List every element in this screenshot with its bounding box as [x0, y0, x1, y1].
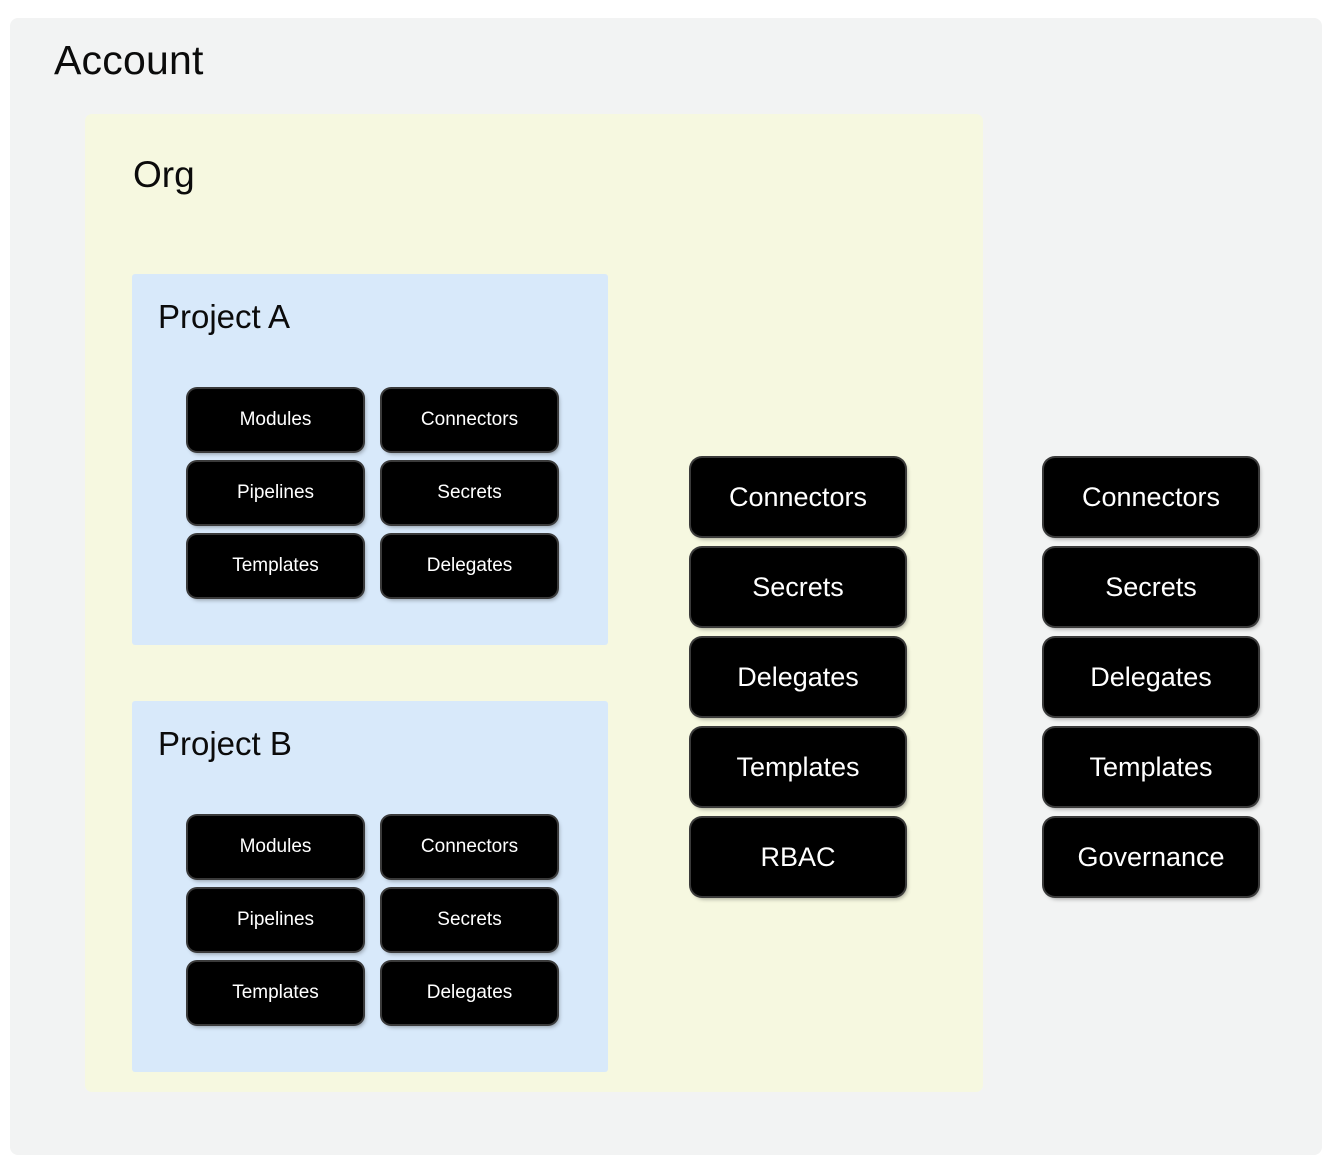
project-b-chip-connectors[interactable]: Connectors — [382, 816, 557, 878]
account-chip-governance[interactable]: Governance — [1044, 818, 1258, 896]
account-chip-templates[interactable]: Templates — [1044, 728, 1258, 806]
project-b-chip-delegates[interactable]: Delegates — [382, 962, 557, 1024]
project-b-container: Project B Modules Connectors Pipelines S… — [132, 701, 608, 1072]
account-chip-secrets[interactable]: Secrets — [1044, 548, 1258, 626]
project-b-chip-pipelines[interactable]: Pipelines — [188, 889, 363, 951]
org-chip-templates[interactable]: Templates — [691, 728, 905, 806]
project-a-chip-secrets[interactable]: Secrets — [382, 462, 557, 524]
project-a-container: Project A Modules Connectors Pipelines S… — [132, 274, 608, 645]
account-scope-container: Account Org Project A Modules Connectors… — [10, 18, 1322, 1155]
org-chip-connectors[interactable]: Connectors — [691, 458, 905, 536]
org-chip-secrets[interactable]: Secrets — [691, 548, 905, 626]
project-a-resource-grid: Modules Connectors Pipelines Secrets Tem… — [188, 389, 557, 597]
org-chip-delegates[interactable]: Delegates — [691, 638, 905, 716]
project-a-title: Project A — [158, 298, 291, 335]
account-resource-column: Connectors Secrets Delegates Templates G… — [1044, 458, 1258, 896]
project-b-chip-templates[interactable]: Templates — [188, 962, 363, 1024]
org-chip-rbac[interactable]: RBAC — [691, 818, 905, 896]
account-chip-delegates[interactable]: Delegates — [1044, 638, 1258, 716]
project-b-chip-secrets[interactable]: Secrets — [382, 889, 557, 951]
org-title: Org — [133, 154, 195, 195]
project-a-chip-connectors[interactable]: Connectors — [382, 389, 557, 451]
project-a-chip-modules[interactable]: Modules — [188, 389, 363, 451]
project-a-chip-templates[interactable]: Templates — [188, 535, 363, 597]
project-a-chip-pipelines[interactable]: Pipelines — [188, 462, 363, 524]
project-b-chip-modules[interactable]: Modules — [188, 816, 363, 878]
project-b-resource-grid: Modules Connectors Pipelines Secrets Tem… — [188, 816, 557, 1024]
org-resource-column: Connectors Secrets Delegates Templates R… — [691, 458, 905, 896]
account-title: Account — [54, 37, 204, 83]
project-a-chip-delegates[interactable]: Delegates — [382, 535, 557, 597]
account-chip-connectors[interactable]: Connectors — [1044, 458, 1258, 536]
project-b-title: Project B — [158, 725, 292, 762]
